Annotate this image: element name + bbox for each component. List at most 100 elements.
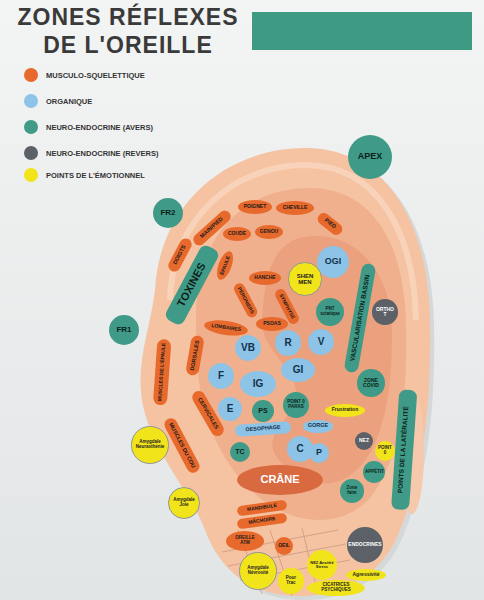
zone-label: CICATRICES PSYCHIQUES (316, 583, 356, 592)
zone-label: OGI (325, 257, 342, 266)
zone-label: Pour Trac (281, 576, 301, 585)
legend: MUSCULO-SQUELETTIQUE ORGANIQUE NEURO-ENDOC… (24, 68, 254, 198)
zone-label: POINT 0 (378, 446, 392, 455)
zone-band: PÉRONIERS (232, 281, 259, 319)
zone-label: Frustration (332, 407, 358, 412)
zone-label: MAIN/PIED (199, 216, 224, 239)
zone-circle: F (208, 363, 234, 389)
zone-label: E (227, 404, 234, 415)
zone-label: Zone faim (343, 486, 361, 495)
zone-band: OESOPHAGE (235, 421, 292, 437)
legend-swatch (24, 120, 38, 134)
zone-circle: OGI (317, 246, 349, 278)
zone-label: Amygdale Joie (172, 498, 196, 507)
legend-swatch (24, 168, 38, 182)
zone-circle: FR2 (153, 198, 183, 228)
zone-circle: ENDOCRINES (347, 527, 384, 564)
zone-label: Amygdale Névrosité (243, 566, 273, 575)
zone-ellipse: Frustration (325, 404, 364, 417)
legend-swatch (24, 68, 38, 82)
zone-label: ORTHO T (375, 307, 395, 318)
zone-label: TOXINES (176, 261, 209, 309)
zone-label: POIGNET (244, 204, 267, 209)
zone-circle: TC (230, 442, 250, 462)
zone-band: MUSCLES DE L'ÉPAULE (153, 338, 172, 405)
zone-circle: ORTHO T (372, 299, 398, 325)
zone-label: P (316, 448, 322, 457)
zone-label: PNT sciatique (318, 307, 342, 316)
zone-ellipse: GENOU (255, 225, 283, 239)
legend-text: NEURO-ENDOCRINE (AVERS) (46, 123, 153, 132)
zone-ellipse: CRÂNE (237, 465, 323, 495)
zone-circle: SHEN MEN (288, 262, 321, 295)
legend-text: MUSCULO-SQUELETTIQUE (46, 71, 145, 80)
zone-ellipse: CICATRICES PSYCHIQUES (307, 580, 365, 596)
zone-circle: PS (252, 400, 274, 422)
legend-text: ORGANIQUE (46, 97, 92, 106)
zone-circle: Zone faim (340, 479, 363, 502)
zone-label: FR2 (160, 209, 175, 217)
zone-circle: APEX (348, 135, 392, 179)
zone-label: APEX (358, 152, 383, 161)
zone-label: ÉPAULE (219, 255, 231, 276)
zone-label: CRÂNE (260, 474, 299, 486)
zone-circle: Amygdale Joie (168, 487, 200, 519)
zone-label: VASCULARISATION BASSIN (349, 274, 371, 362)
zone-label: APPÉTIT (365, 470, 383, 475)
zone-ellipse: OREILLE ATM (226, 531, 265, 551)
zone-label: ENDOCRINES (348, 542, 381, 547)
zone-label: CHEVILLE (283, 205, 308, 210)
legend-swatch (24, 94, 38, 108)
zone-label: V (318, 337, 325, 348)
zone-band: DORSALES (185, 334, 205, 376)
zone-circle: PNT sciatique (316, 298, 345, 327)
zone-label: Agressivité (353, 572, 380, 577)
zone-label: MANDIBULE (247, 503, 277, 512)
zone-circle: ZONE COVID (357, 369, 384, 396)
legend-row: NEURO-ENDOCRINE (AVERS) (24, 120, 153, 134)
zone-label: POINTS DE LA LATÉRALITÉ (398, 406, 411, 493)
zone-label: SHEN MEN (293, 273, 317, 286)
zone-ellipse: HANCHE (249, 271, 281, 285)
zone-label: PS (258, 407, 267, 414)
zone-label: GI (293, 365, 304, 376)
zone-label: CERVICALES (197, 396, 220, 430)
zone-circle: POINT 0 PARAS (283, 392, 310, 419)
ear-outline (141, 148, 431, 596)
zone-label: COUDE (228, 231, 246, 236)
zone-label: DORSALES (189, 339, 200, 370)
zone-label: POINT 0 PARAS (285, 400, 307, 409)
zone-circle: NEZ Anxiété Stress (307, 550, 337, 580)
zone-circle: NEZ (355, 432, 373, 450)
zone-label: VB (241, 343, 255, 354)
zone-circle: E (218, 397, 242, 421)
zone-label: Amygdale Neurasthénie (135, 440, 165, 449)
zone-label: MUSCLES DE L'ÉPAULE (157, 343, 166, 402)
zone-label: LOMBAIRES (211, 323, 241, 332)
legend-row: MUSCULO-SQUELETTIQUE (24, 68, 145, 82)
legend-row: ORGANIQUE (24, 94, 92, 108)
zone-ellipse: CHEVILLE (276, 201, 314, 215)
zone-label: ZONE COVID (360, 378, 382, 389)
zone-circle: OEIL (275, 537, 293, 555)
zone-circle: VB (235, 335, 261, 361)
zone-label: MÂCHOIRE (248, 517, 276, 526)
zone-ellipse: GI (281, 358, 315, 382)
zone-circle: Amygdale Neurasthénie (131, 426, 168, 463)
legend-swatch (24, 146, 38, 160)
zone-ellipse: GORGE (303, 420, 334, 433)
zone-ellipse: COUDE (223, 227, 251, 241)
zone-label: PSOAS (263, 321, 281, 326)
zone-label: C (296, 444, 303, 455)
zone-label: PÉRONIERS (237, 286, 255, 314)
zone-label: OEIL (278, 543, 290, 548)
zone-label: NEZ (359, 438, 369, 443)
zone-circle: Pour Trac (278, 568, 303, 593)
zone-circle: Amygdale Névrosité (239, 552, 276, 589)
zone-label: PIED (323, 218, 337, 230)
zone-circle: APPÉTIT (363, 461, 385, 483)
zone-label: FR1 (116, 326, 131, 334)
zone-circle: R (275, 330, 301, 356)
zone-circle: POINT 0 (375, 441, 395, 461)
